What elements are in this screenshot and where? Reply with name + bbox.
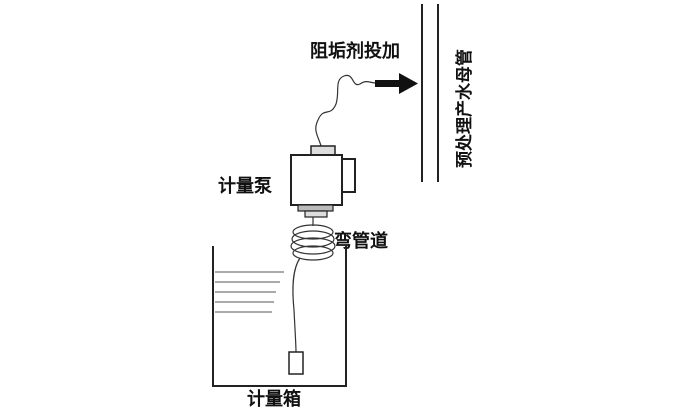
bend-coil bbox=[290, 217, 336, 261]
dosing-line bbox=[315, 74, 376, 151]
suction-line bbox=[292, 257, 301, 353]
pipe-label: 预处理产水母管 bbox=[454, 49, 475, 168]
metering-pump bbox=[290, 145, 356, 218]
metering-tank bbox=[212, 246, 347, 387]
bend-label: 弯管道 bbox=[334, 230, 388, 252]
pump-label: 计量泵 bbox=[218, 175, 272, 197]
injection-arrow bbox=[375, 73, 418, 94]
dosing-label: 阻垢剂投加 bbox=[310, 40, 400, 62]
main-pipe bbox=[421, 4, 439, 182]
tank-label: 计量箱 bbox=[247, 388, 301, 410]
foot-valve bbox=[288, 351, 304, 375]
